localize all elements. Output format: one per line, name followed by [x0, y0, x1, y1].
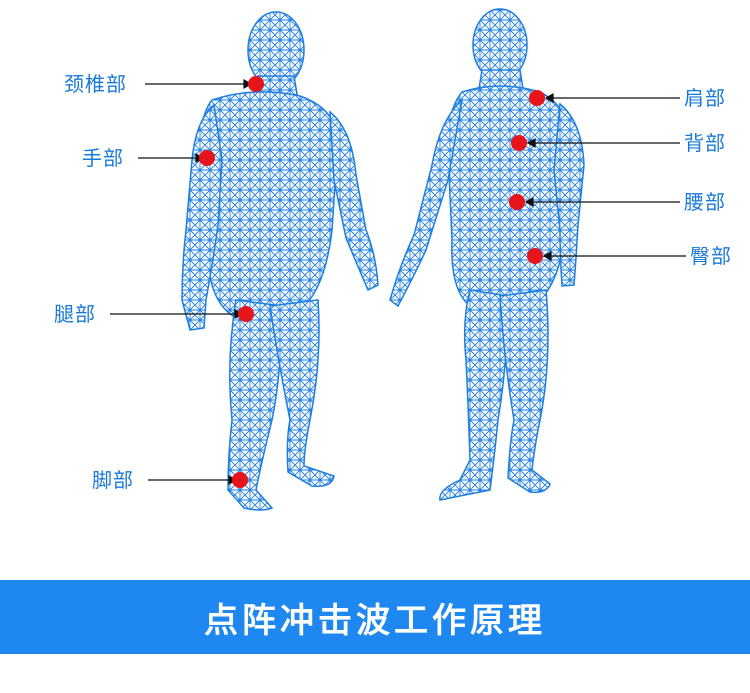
treatment-points — [199, 76, 545, 488]
arrowhead-hip — [542, 250, 552, 262]
point-shoulder — [529, 90, 545, 106]
back-left-arm — [389, 97, 464, 308]
label-hip: 臀部 — [690, 244, 732, 268]
leader-lines — [110, 78, 686, 486]
back-right-arm — [553, 102, 585, 287]
back-torso — [447, 85, 573, 307]
point-back — [511, 135, 527, 151]
label-foot: 脚部 — [92, 468, 134, 492]
back-left-leg — [439, 289, 509, 501]
front-right-leg — [227, 299, 283, 511]
arrowhead-back — [526, 137, 536, 149]
front-left-arm — [329, 110, 379, 292]
front-body-figure — [181, 11, 379, 511]
body-figures — [110, 8, 686, 511]
front-torso — [199, 91, 339, 319]
point-neck — [248, 76, 264, 92]
front-left-leg — [269, 299, 335, 488]
arrowhead-shoulder — [544, 92, 554, 104]
back-body-figure — [389, 8, 585, 501]
point-leg — [238, 306, 254, 322]
arrowhead-waist — [524, 196, 534, 208]
back-right-leg — [499, 289, 551, 494]
label-back: 背部 — [684, 131, 726, 155]
point-waist — [509, 194, 525, 210]
label-waist: 腰部 — [684, 190, 726, 214]
arrowhead-neck — [243, 78, 253, 90]
point-hand — [199, 150, 215, 166]
banner-title: 点阵冲击波工作原理 — [204, 600, 546, 641]
point-foot — [232, 472, 248, 488]
point-hip — [527, 248, 543, 264]
label-neck: 颈椎部 — [64, 72, 127, 96]
label-leg: 腿部 — [54, 302, 96, 326]
label-hand: 手部 — [82, 146, 124, 170]
label-shoulder: 肩部 — [684, 86, 726, 110]
title-banner: 点阵冲击波工作原理 — [0, 580, 750, 654]
